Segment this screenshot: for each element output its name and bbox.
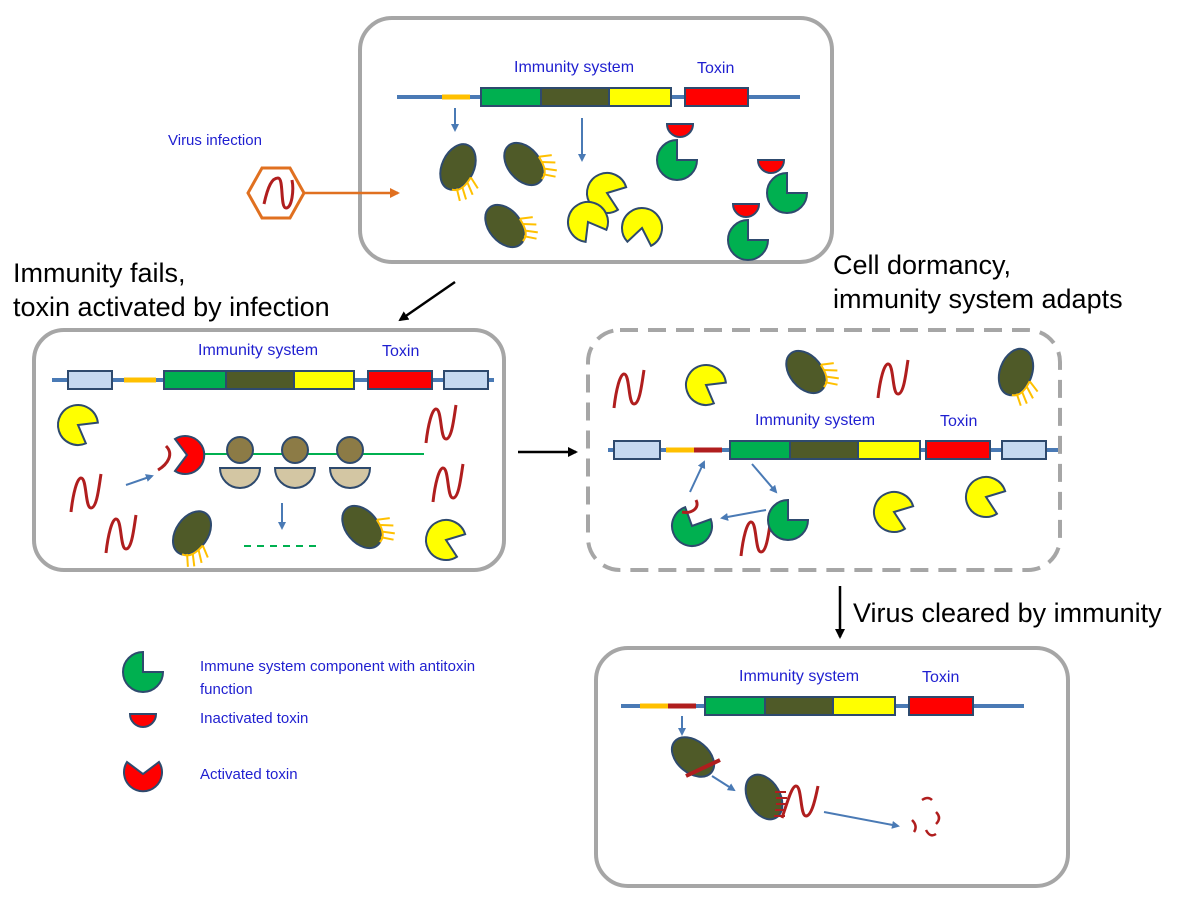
immunity-system-label: Immunity system [198,342,318,359]
inactivated-toxin-icon [129,713,157,728]
immunity-system-label: Immunity system [739,668,859,685]
legend: Immune system component with antitoxin f… [122,651,475,793]
caption-dormancy: Cell dormancy, [833,250,1011,280]
cell-immunity-fails: Immunity system Toxin [32,328,506,575]
legend-inactivated-toxin-label: Inactivated toxin [200,710,308,727]
immunity-gene-cassette [480,87,672,107]
caption-immunity-fails: Immunity fails, [13,258,186,288]
virus-genome-icon [780,784,820,819]
degraded-virus-fragments-icon [911,796,941,837]
toxin-label: Toxin [940,413,977,430]
virus-particle-icon [246,166,306,220]
legend-antitoxin-label: Immune system component with antitoxin [200,658,475,675]
arrow-to-immunity-fails [398,280,456,322]
activated-toxin-icon [123,761,163,793]
toxin-gene [684,87,749,107]
toxin-label: Toxin [697,60,734,77]
virus-infection-label: Virus infection [168,132,262,149]
cell-virus-cleared: Immunity system Toxin [594,646,1070,888]
immunity-system-label: Immunity system [514,59,634,76]
toxin-label: Toxin [382,343,419,360]
caption-virus-cleared: Virus cleared by immunity [853,598,1162,628]
virus-infection: Virus infection [168,132,400,220]
toxin-label: Toxin [922,669,959,686]
legend-antitoxin-label-2: function [200,681,253,698]
immunity-system-label: Immunity system [755,412,875,429]
antitoxin-component-icon [122,651,164,693]
caption-immunity-fails-2: toxin activated by infection [13,292,330,322]
caption-dormancy-2: immunity system adapts [833,284,1123,314]
cell-initial: Immunity system Toxin [358,16,834,264]
cell-dormancy: Immunity system Toxin [586,328,1062,572]
legend-activated-toxin-label: Activated toxin [200,766,298,783]
